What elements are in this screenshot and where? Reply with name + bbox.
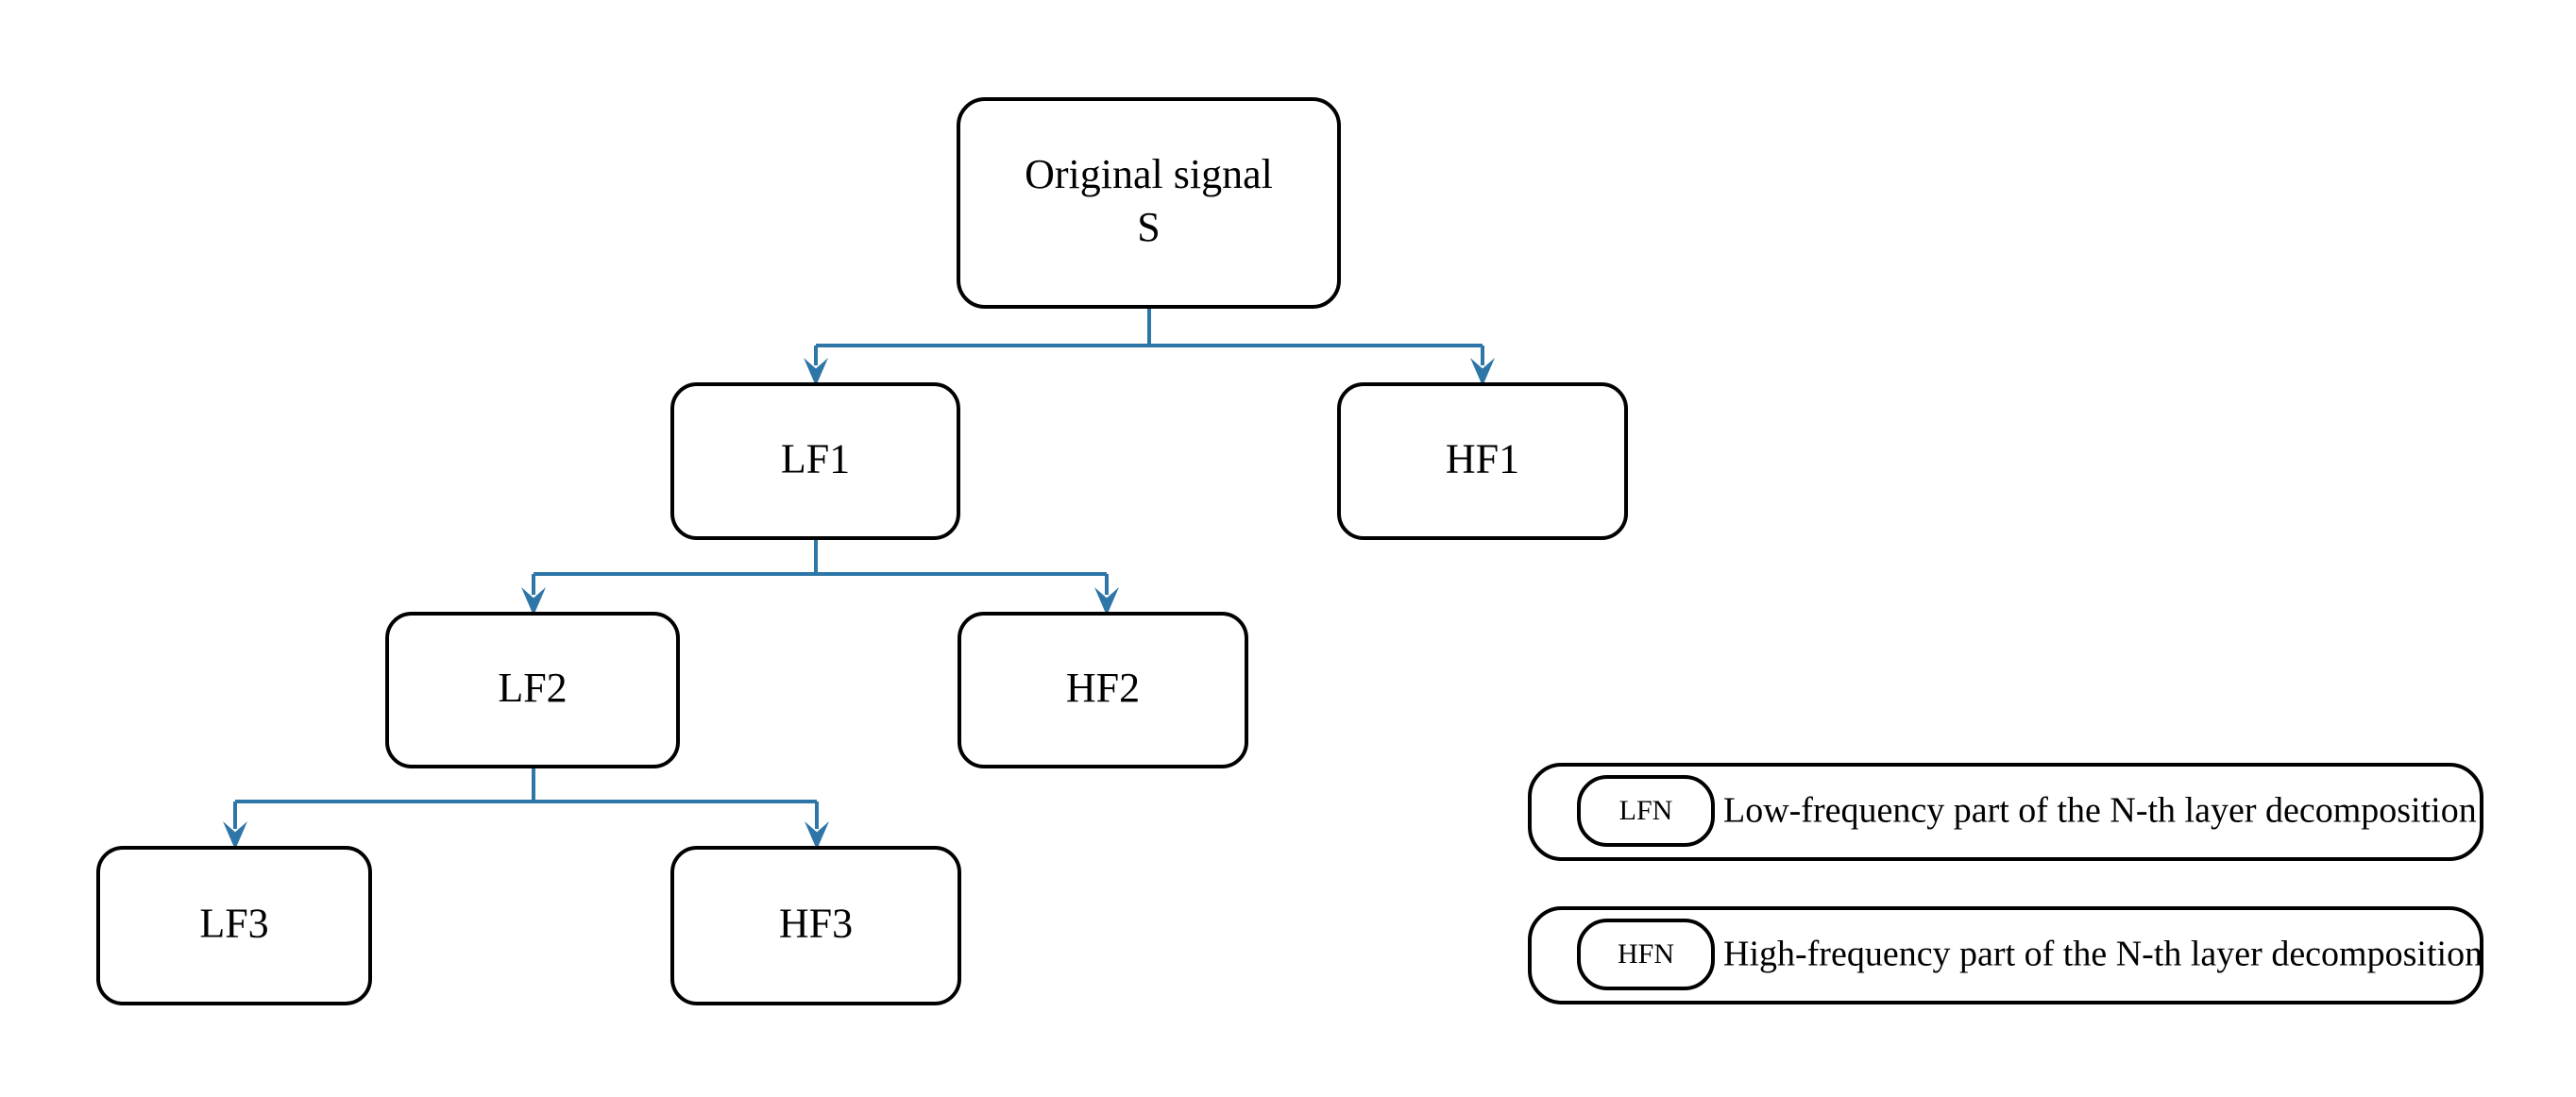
legend-description: High-frequency part of the N-th layer de…	[1723, 935, 2483, 974]
node-label: LF3	[199, 901, 268, 947]
legend-description: Low-frequency part of the N-th layer dec…	[1723, 791, 2477, 831]
arrowhead-icon	[804, 358, 828, 386]
node-hf3[interactable]: HF3	[670, 846, 961, 1005]
node-label: HF1	[1446, 436, 1519, 482]
legend-lfn: LFN Low-frequency part of the N-th layer …	[1528, 763, 2483, 861]
arrowhead-icon	[223, 821, 247, 850]
connector-lf2-to-hf3	[534, 800, 829, 850]
node-hf1[interactable]: HF1	[1337, 382, 1628, 540]
legend-badge-pill	[1577, 919, 1715, 990]
node-box[interactable]	[385, 612, 680, 768]
node-lf2[interactable]: LF2	[385, 612, 680, 768]
arrowhead-icon	[1094, 587, 1119, 616]
node-box[interactable]	[1337, 382, 1628, 540]
node-label: HF2	[1066, 665, 1140, 711]
legend-box	[1528, 906, 2483, 1004]
node-box[interactable]	[670, 382, 960, 540]
node-box[interactable]	[670, 846, 961, 1005]
node-label: HF3	[779, 901, 853, 947]
node-box[interactable]	[958, 612, 1248, 768]
legend-hfn: HFN High-frequency part of the N-th layer…	[1528, 906, 2483, 1004]
legend-box	[1528, 763, 2483, 861]
node-box[interactable]	[96, 846, 372, 1005]
edges-layer	[223, 307, 1495, 850]
arrowhead-icon	[805, 821, 829, 850]
node-hf2[interactable]: HF2	[958, 612, 1248, 768]
legend-badge-label: HFN	[1618, 938, 1674, 970]
node-label-line2: S	[1137, 204, 1160, 250]
legend-badge-pill	[1577, 775, 1715, 847]
connector-lf2-to-lf3	[223, 767, 535, 850]
node-label: LF1	[781, 436, 850, 482]
arrowhead-icon	[521, 587, 546, 616]
connector-lf1-to-lf2	[521, 538, 818, 616]
node-label: LF2	[498, 665, 567, 711]
connector-root-to-hf1	[1149, 344, 1495, 386]
node-box[interactable]	[957, 97, 1341, 309]
node-lf3[interactable]: LF3	[96, 846, 372, 1005]
connector-root-to-lf1	[804, 307, 1151, 386]
legend-layer: LFN Low-frequency part of the N-th layer …	[1528, 763, 2483, 1004]
node-label-line1: Original signal	[1025, 151, 1273, 197]
node-lf1[interactable]: LF1	[670, 382, 960, 540]
connector-lf1-to-hf2	[816, 572, 1119, 616]
arrowhead-icon	[1470, 358, 1495, 386]
legend-badge-label: LFN	[1619, 795, 1673, 826]
